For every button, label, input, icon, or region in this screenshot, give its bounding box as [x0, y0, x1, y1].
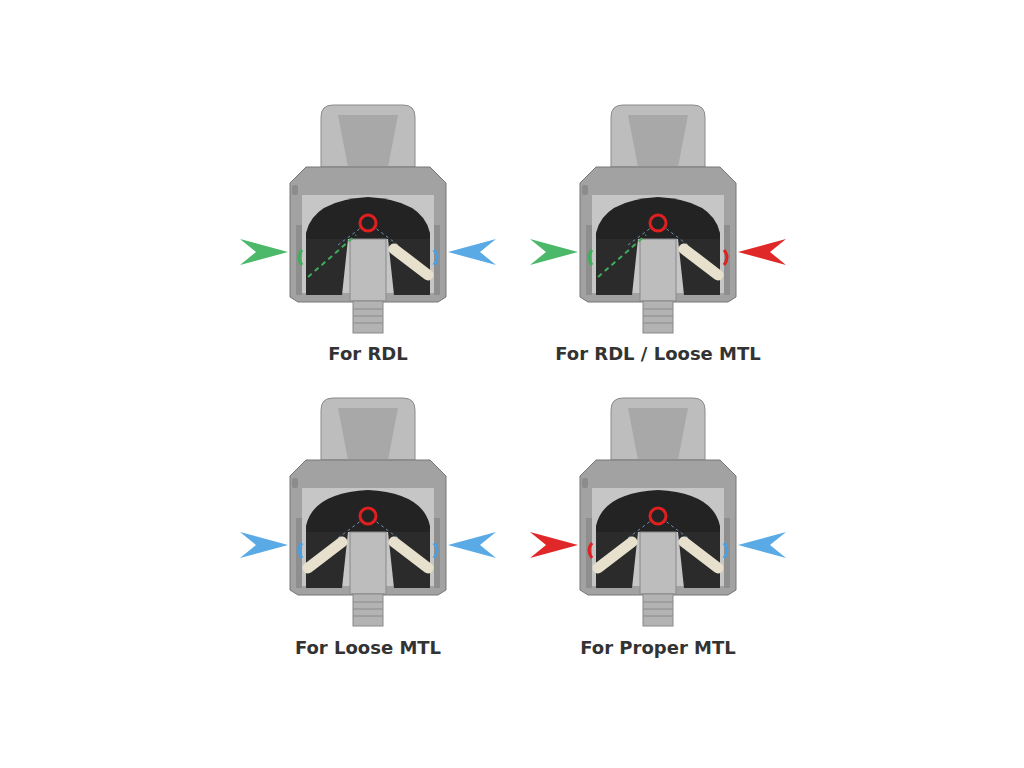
option-caption: For RDL — [328, 343, 407, 364]
option-caption: For Proper MTL — [580, 637, 735, 658]
option-caption: For Loose MTL — [295, 637, 441, 658]
option-caption: For RDL / Loose MTL — [555, 343, 761, 364]
